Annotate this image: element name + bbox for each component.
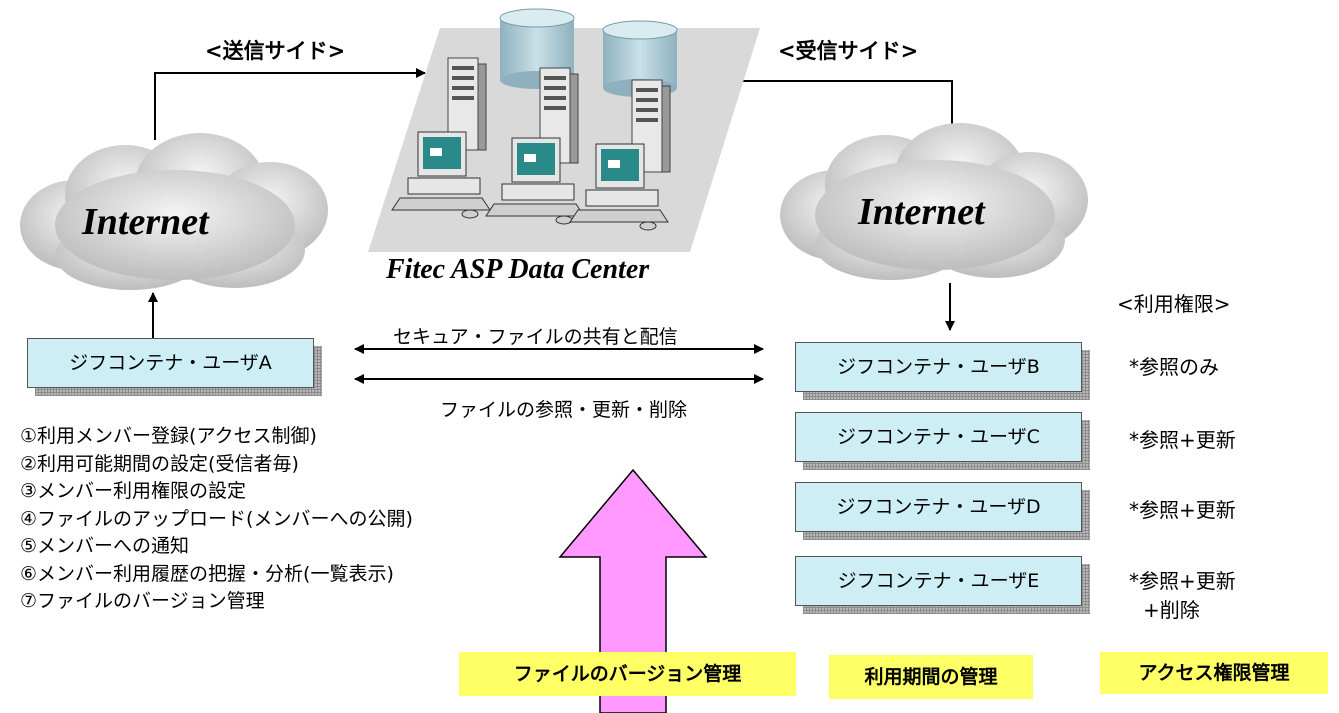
cloud-right [780,123,1088,280]
permission-d: *参照+更新 [1129,498,1236,522]
highlight-version-management: ファイルのバージョン管理 [459,652,796,696]
feature-item-3: ③メンバー利用権限の設定 [20,480,247,502]
receiver-connector [735,80,957,141]
computer-3 [569,143,669,231]
user-c-label: ジフコンテナ・ユーザC [795,412,1082,462]
user-d-label: ジフコンテナ・ユーザD [795,482,1082,532]
permissions-heading: <利用権限> [1117,292,1231,316]
feature-item-4: ④ファイルのアップロード(メンバーへの公開) [20,507,413,530]
cloud-right-label: Internet [858,191,985,233]
user-e-label: ジフコンテナ・ユーザE [795,556,1082,606]
user-d-box: ジフコンテナ・ユーザD [795,482,1090,540]
receiver-side-label: <受信サイド> [778,39,919,63]
permission-c: *参照+更新 [1129,428,1236,452]
database-2 [602,20,678,97]
feature-item-5: ⑤メンバーへの通知 [20,535,190,557]
permission-e: *参照+更新 [1129,569,1236,593]
user-a-box: ジフコンテナ・ユーザA [27,338,322,396]
permission-e-extra: +削除 [1143,598,1200,622]
computer-1 [391,131,491,219]
highlight-access-management: アクセス権限管理 [1100,652,1328,694]
arrow-label-access: ファイルの参照・更新・削除 [440,399,688,421]
sender-side-label: <送信サイド> [205,39,346,63]
feature-item-1: ①利用メンバー登録(アクセス制御) [20,425,317,447]
permission-b: *参照のみ [1129,355,1219,379]
datacenter-label: Fitec ASP Data Center [386,254,650,285]
sender-connector [154,68,426,140]
feature-list: ①利用メンバー登録(アクセス制御) ②利用可能期間の設定(受信者毎) ③メンバー… [20,423,413,616]
user-e-box: ジフコンテナ・ユーザE [795,556,1090,614]
highlight-period-management: 利用期間の管理 [829,655,1033,699]
feature-item-7: ⑦ファイルのバージョン管理 [20,590,265,612]
feature-item-6: ⑥メンバー利用履歴の把握・分析(一覧表示) [20,562,394,585]
cloud-left-label: Internet [82,201,209,243]
user-b-box: ジフコンテナ・ユーザB [795,342,1090,400]
user-a-label: ジフコンテナ・ユーザA [27,338,314,388]
feature-item-2: ②利用可能期間の設定(受信者毎) [20,452,299,475]
arrow-label-share: セキュア・ファイルの共有と配信 [393,326,678,348]
cloud-left [20,133,328,290]
user-c-box: ジフコンテナ・ユーザC [795,412,1090,470]
user-b-label: ジフコンテナ・ユーザB [795,342,1082,392]
computer-2 [485,137,585,225]
